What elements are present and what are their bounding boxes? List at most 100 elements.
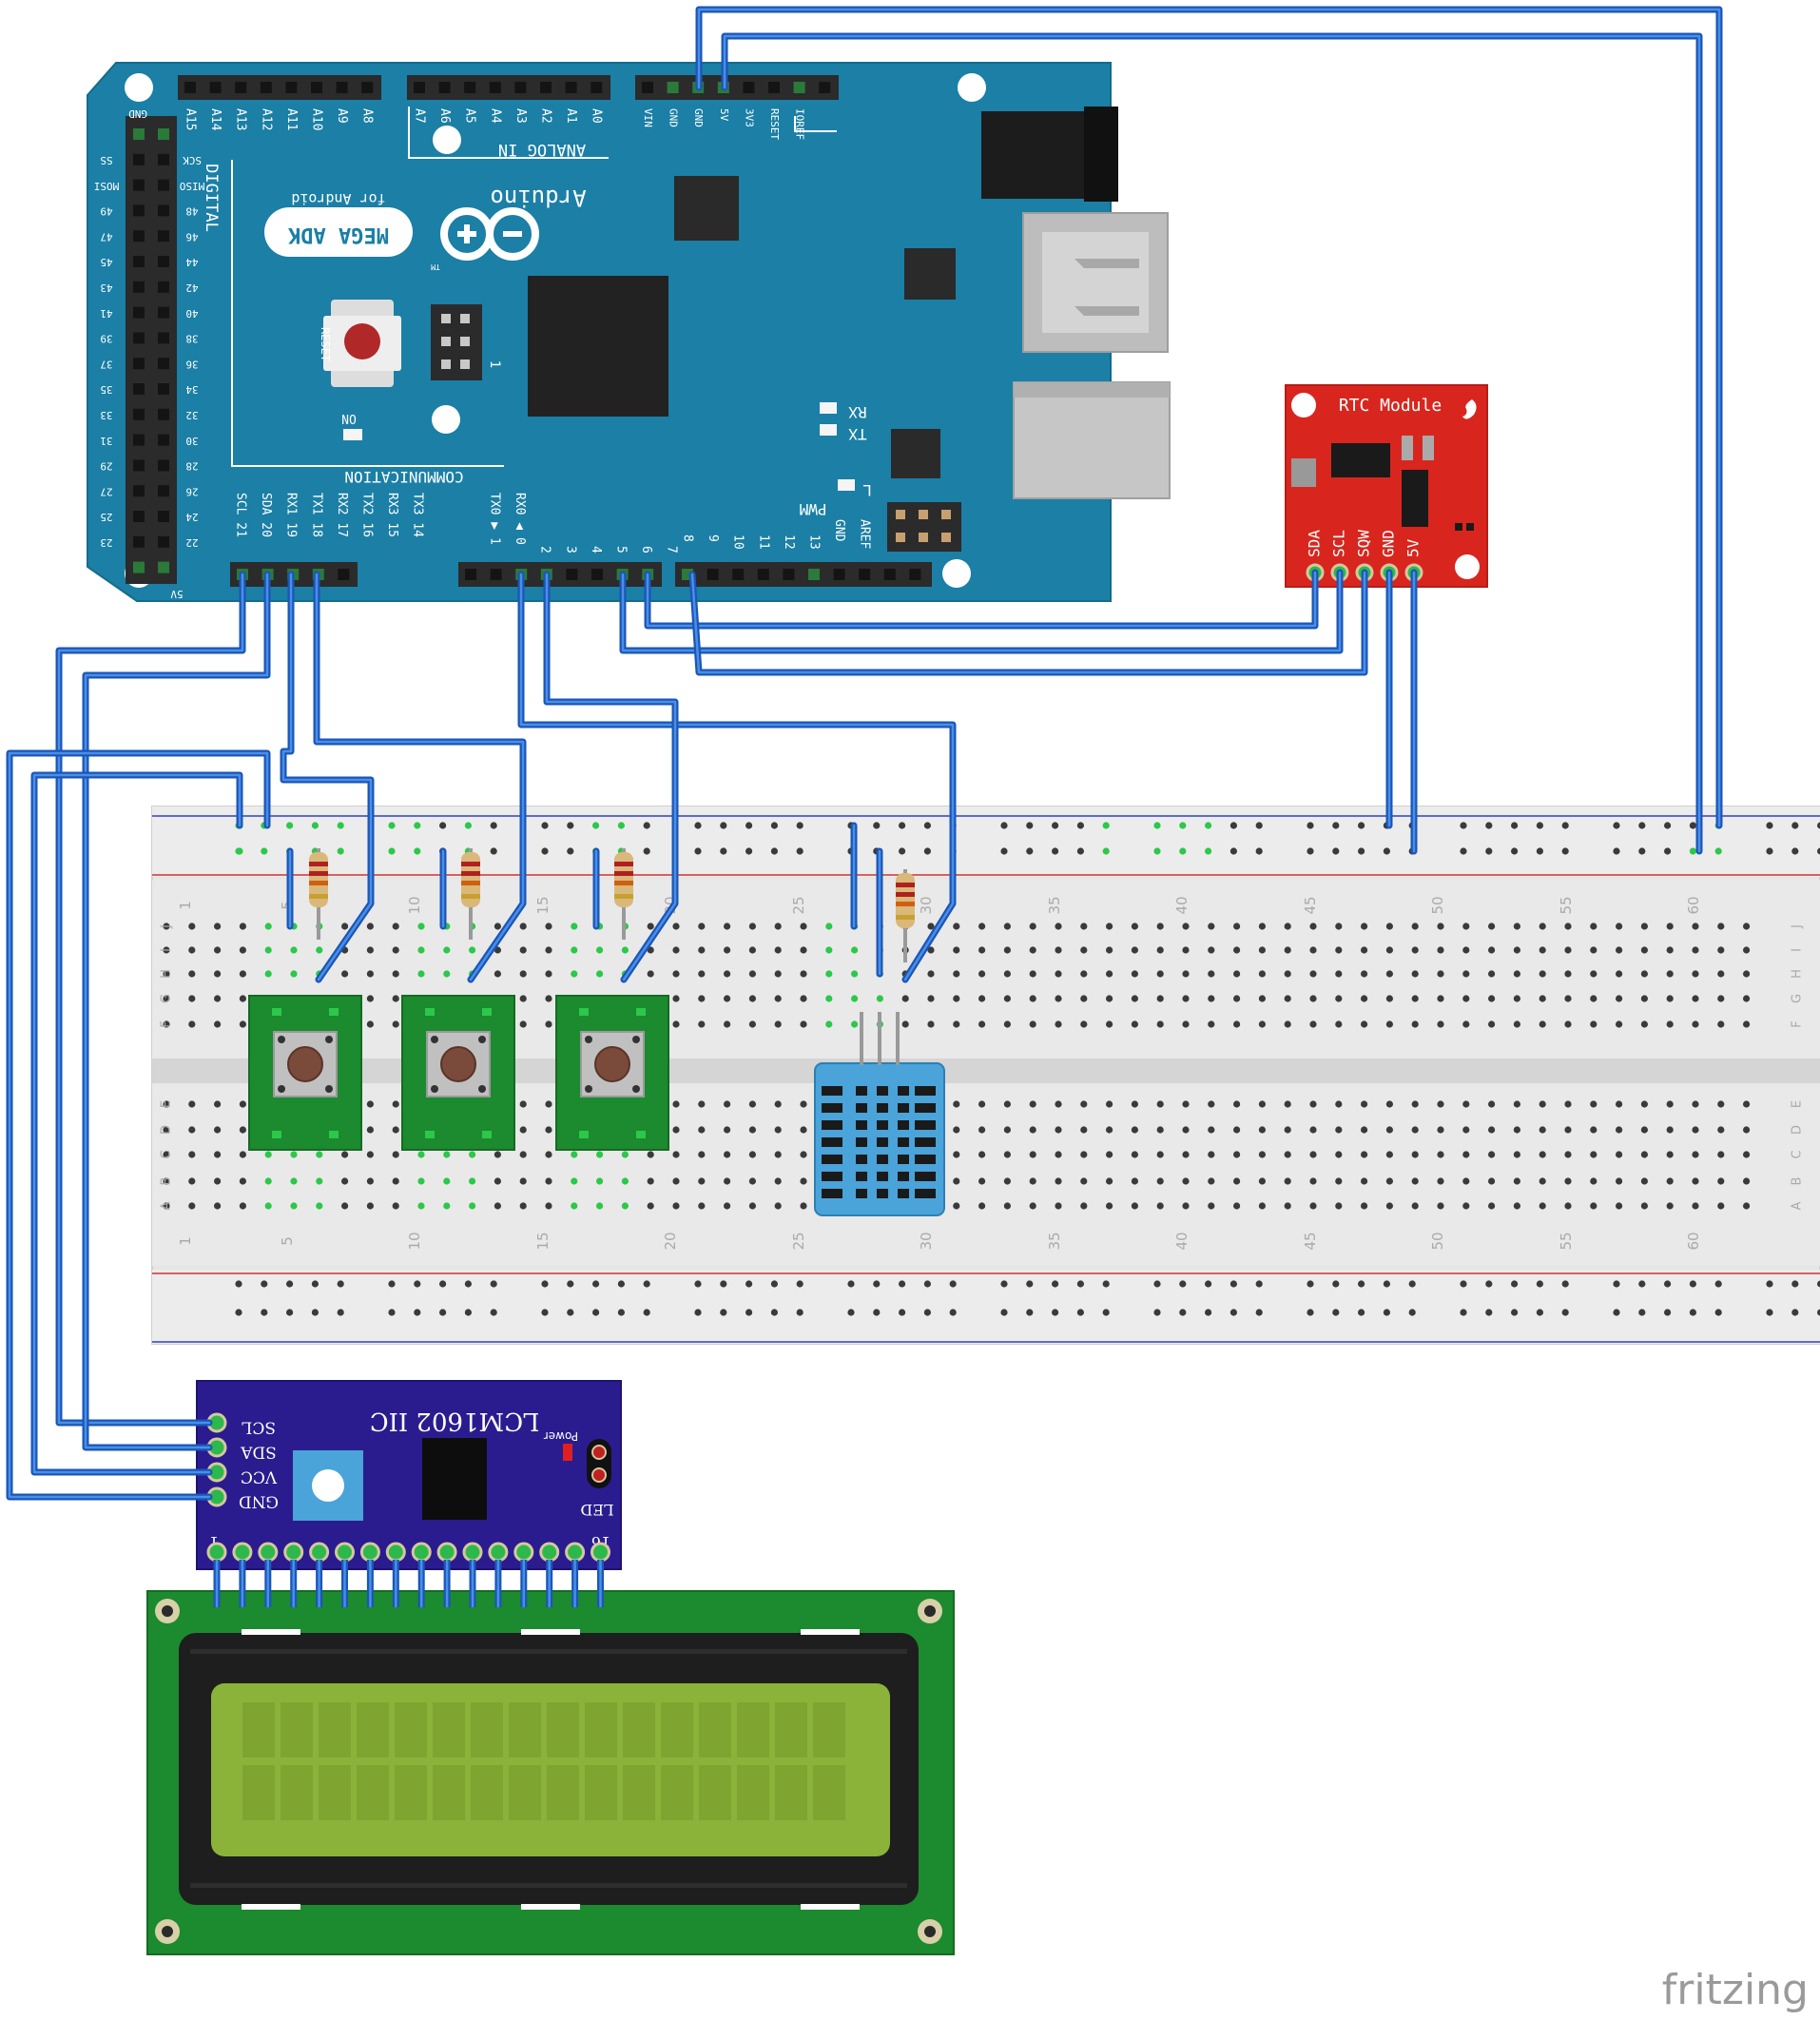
bb-column-number-bottom: 25 bbox=[790, 1232, 807, 1250]
bb-row-letter: E bbox=[160, 1100, 174, 1108]
bb-row-letter: J bbox=[1791, 924, 1805, 929]
5v-bottom-label: 5V bbox=[170, 588, 184, 600]
bb-column-number-top: 25 bbox=[790, 896, 807, 914]
digital-pin-label: 35 bbox=[100, 383, 112, 396]
digital-pin-label: 43 bbox=[100, 282, 112, 294]
pwm-pin-label: 3 bbox=[563, 546, 577, 554]
i2c-bottom-pin bbox=[513, 1542, 534, 1563]
bb-row-letter: C bbox=[1791, 1150, 1805, 1158]
bb-column-number-bottom: 50 bbox=[1429, 1232, 1446, 1250]
i2c-bottom-pin bbox=[591, 1542, 610, 1563]
connection-wire-highlight bbox=[545, 573, 677, 981]
digital-pin-label: 28 bbox=[185, 460, 198, 473]
analog-pin-label: A2 bbox=[539, 108, 553, 124]
arduino-logo-icon bbox=[440, 207, 539, 261]
analog-pin-label: A14 bbox=[208, 108, 223, 131]
bb-row-letter: I bbox=[160, 948, 174, 952]
arduino-mega-adk-board: Arduino for Android TM ANALOG IN COMMUNI… bbox=[87, 62, 1171, 602]
bb-column-number-top: 1 bbox=[177, 901, 194, 910]
bb-column-number-bottom: 45 bbox=[1302, 1232, 1319, 1250]
bb-row-letter: H bbox=[1791, 969, 1805, 979]
analog-pin-label: A15 bbox=[184, 108, 198, 130]
bb-column-number-top: 35 bbox=[1046, 896, 1063, 914]
analog-pin-label: A11 bbox=[284, 108, 299, 130]
communication-label: COMMUNICATION bbox=[344, 468, 463, 486]
rtc-title: RTC Module bbox=[1339, 396, 1442, 416]
resistor bbox=[896, 869, 915, 962]
i2c-power-label: Power bbox=[544, 1429, 578, 1443]
digital-pin-label: 29 bbox=[100, 460, 112, 473]
digital-pin-label: 40 bbox=[185, 307, 198, 320]
digital-pin-label: 41 bbox=[100, 307, 112, 320]
bb-column-number-bottom: 20 bbox=[662, 1232, 679, 1250]
analog-pin-label: A9 bbox=[335, 108, 349, 124]
i2c-bottom-pin bbox=[488, 1542, 509, 1563]
pwm-pin-label: 5 bbox=[614, 546, 629, 554]
analog-pin-label: A8 bbox=[360, 108, 375, 124]
bb-row-letter: D bbox=[1791, 1125, 1805, 1135]
i2c-pin-first-label: 1 bbox=[209, 1533, 219, 1551]
icsp-1-label: 1 bbox=[487, 360, 502, 368]
digital-pin-label: 44 bbox=[185, 256, 199, 268]
connection-wire-highlight bbox=[281, 573, 373, 981]
digital-pin-label: 48 bbox=[185, 205, 198, 218]
bb-column-number-top: 15 bbox=[534, 896, 552, 914]
i2c-bottom-pin bbox=[539, 1542, 560, 1563]
rtc-pin-label: GND bbox=[1380, 530, 1398, 557]
digital-pin-label: 31 bbox=[100, 435, 112, 447]
rtc-pin-label: SQW bbox=[1355, 530, 1373, 557]
model-label: MEGA ADK bbox=[287, 223, 389, 246]
rtc-pin-label: SDA bbox=[1306, 530, 1324, 557]
pwm-pin-label: 4 bbox=[589, 546, 603, 554]
digital-pin-label: 27 bbox=[100, 485, 112, 497]
bb-column-number-top: 40 bbox=[1173, 896, 1191, 914]
power-pin-label: RESET bbox=[768, 108, 781, 140]
analog-pin-label: A0 bbox=[590, 108, 604, 124]
comm-pin-label: SDA 20 bbox=[259, 493, 273, 537]
pwm-pin-label: 13 bbox=[807, 534, 822, 550]
i2c-bottom-pin bbox=[411, 1542, 432, 1563]
dht11-sensor bbox=[814, 1012, 945, 1216]
connection-wire-highlight bbox=[690, 571, 1366, 674]
bb-column-number-bottom: 1 bbox=[177, 1236, 194, 1246]
on-label: ON bbox=[341, 411, 357, 425]
analog-pin-label: A10 bbox=[310, 108, 324, 130]
power-pin-label: VIN bbox=[642, 108, 654, 127]
tactile-push-button bbox=[401, 995, 515, 1151]
bb-column-number-bottom: 40 bbox=[1173, 1232, 1191, 1250]
digital-pin-label: MOSI bbox=[94, 180, 120, 192]
i2c-bottom-pin bbox=[206, 1542, 227, 1563]
pwm-pin-label: 12 bbox=[782, 534, 796, 550]
power-pin-label: GND bbox=[668, 108, 680, 127]
connection-wire-highlight bbox=[84, 573, 269, 1449]
flame-logo-icon bbox=[1462, 399, 1477, 419]
comm-pin-label: RX1 19 bbox=[284, 493, 299, 537]
analog-pin-label: A5 bbox=[463, 108, 477, 124]
digital-pin-label: 24 bbox=[185, 511, 199, 523]
analog-pin-label: A4 bbox=[488, 108, 502, 124]
digital-pin-label: 45 bbox=[100, 256, 112, 268]
pwm-label: PWM bbox=[800, 500, 827, 518]
tactile-push-button bbox=[555, 995, 669, 1151]
i2c-title: LCM1602 IIC bbox=[370, 1407, 540, 1435]
pwm-pin-label: TX0 ▶ 1 bbox=[488, 493, 502, 545]
pwm-pin-label: RX0 ◀ 0 bbox=[513, 493, 527, 545]
bb-column-number-bottom: 35 bbox=[1046, 1232, 1063, 1250]
digital-pin-label: SCK bbox=[183, 154, 202, 166]
connection-wire-highlight bbox=[57, 573, 244, 1425]
lcd-1602-display bbox=[146, 1590, 955, 1955]
digital-label: DIGITAL bbox=[202, 164, 221, 232]
gnd-top-label: GND bbox=[128, 107, 147, 120]
i2c-bottom-pin bbox=[385, 1542, 406, 1563]
i2c-bottom-pin bbox=[232, 1542, 253, 1563]
tactile-push-button bbox=[248, 995, 362, 1151]
digital-pin-label: 33 bbox=[100, 409, 112, 421]
analog-pin-label: A6 bbox=[437, 108, 452, 124]
digital-pin-label: 42 bbox=[185, 282, 198, 294]
resistor bbox=[461, 848, 480, 940]
i2c-bottom-pin bbox=[283, 1542, 304, 1563]
connection-wire-highlight bbox=[32, 773, 242, 1474]
digital-pin-label: 23 bbox=[100, 536, 112, 549]
pwm-pin-label: 6 bbox=[639, 546, 653, 554]
